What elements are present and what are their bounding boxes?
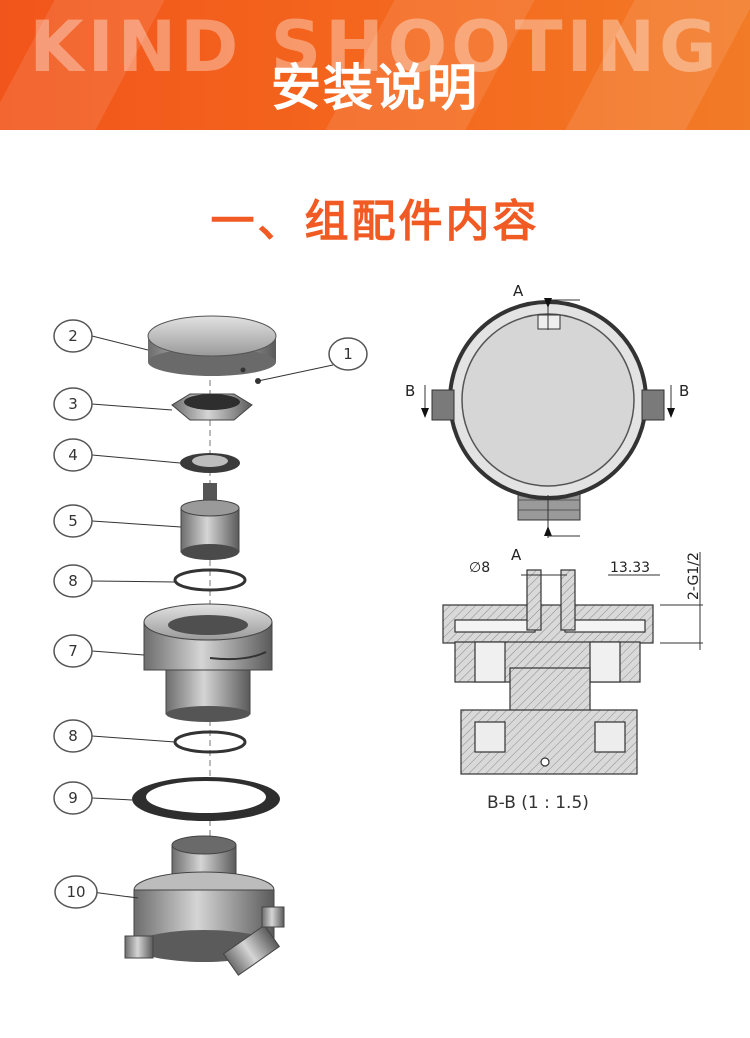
- leader-lines: [91, 335, 334, 899]
- part-seal: [180, 453, 240, 473]
- section-view: [442, 569, 654, 775]
- dimension-lines: [521, 552, 703, 650]
- thread-label: 2-G1/2: [686, 552, 702, 600]
- part-base: [124, 835, 285, 976]
- exploded-view: 2 1 3 4 5 8 7 8 9 10: [53, 315, 368, 976]
- callout-circles: [53, 319, 368, 909]
- dimension-label: 13.33: [610, 560, 650, 576]
- diameter-label: ∅8: [469, 560, 490, 576]
- view-labels: A B B A: [405, 282, 689, 564]
- callout-label: 5: [68, 512, 78, 530]
- part-cap: [147, 315, 277, 376]
- callout-label: 8: [68, 727, 78, 745]
- part-valve-core: [180, 483, 240, 560]
- section-caption: B-B (1 : 1.5): [487, 793, 589, 813]
- callout-label: 9: [68, 789, 78, 807]
- callout-label: 8: [68, 572, 78, 590]
- part-gasket: [132, 777, 280, 821]
- banner-title: 安装说明: [271, 59, 479, 117]
- section-title: 一、组配件内容: [210, 196, 540, 247]
- callout-dot: [255, 378, 261, 384]
- top-view: [421, 298, 675, 538]
- part-housing: [143, 603, 273, 722]
- callout-label: 1: [343, 345, 353, 363]
- section-label-a-bottom: A: [511, 546, 522, 564]
- section-label-b-left: B: [405, 382, 415, 400]
- callout-label: 4: [68, 446, 78, 464]
- callout-label: 3: [68, 395, 78, 413]
- section-label-a-top: A: [513, 282, 524, 300]
- part-o-ring-upper: [173, 568, 247, 592]
- callout-label: 10: [66, 883, 85, 901]
- part-hex-nut: [171, 393, 253, 421]
- section-label-b-right: B: [679, 382, 689, 400]
- brand-watermark: KIND SHOOTING: [29, 6, 721, 88]
- section-drawing: A B B A ∅8 13.33 2-G1/2 B-B (1 : 1.5): [405, 282, 703, 813]
- header-banner: KIND SHOOTING 安装说明: [0, 0, 750, 130]
- callout-label: 2: [68, 327, 78, 345]
- callout-labels: 2 1 3 4 5 8 7 8 9 10: [66, 327, 352, 901]
- callout-label: 7: [68, 642, 78, 660]
- dimension-text: ∅8 13.33 2-G1/2: [469, 552, 702, 600]
